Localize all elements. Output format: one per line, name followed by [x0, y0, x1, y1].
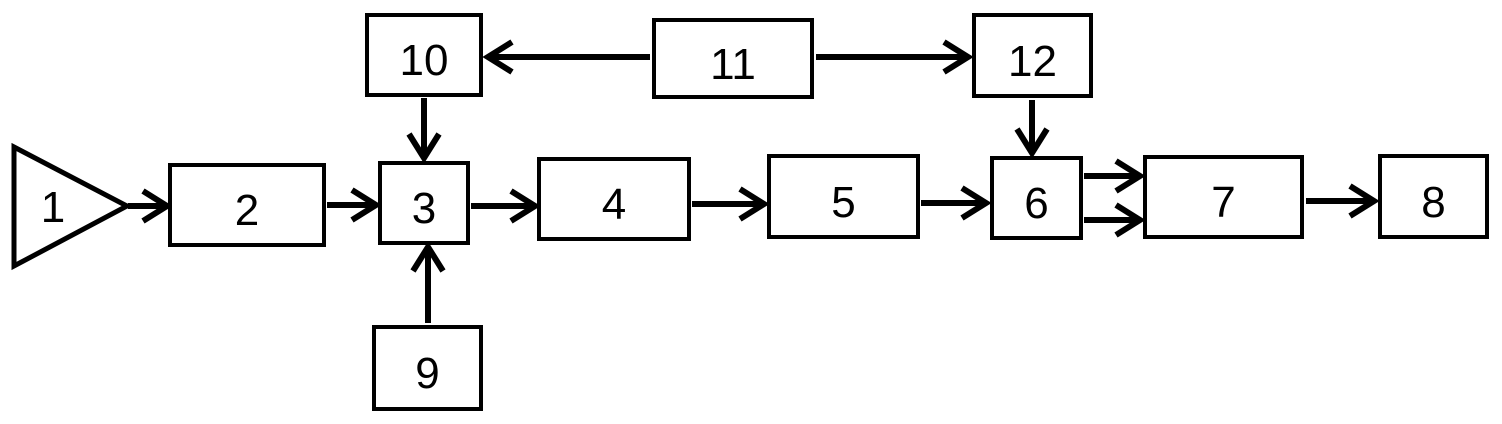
arrow-5-to-6 — [921, 185, 992, 221]
arrow-11-to-12 — [816, 39, 974, 75]
node-box-12: 12 — [972, 13, 1093, 98]
node-label-5: 5 — [831, 177, 856, 227]
arrow-3-to-4 — [471, 188, 541, 224]
node-label-4: 4 — [601, 180, 627, 229]
node-box-11: 11 — [652, 18, 814, 99]
node-label-7: 7 — [1211, 178, 1236, 227]
arrow-10-to-3 — [406, 98, 442, 164]
node-box-3: 3 — [378, 161, 470, 245]
node-label-3: 3 — [411, 184, 437, 233]
node-box-8: 8 — [1378, 154, 1489, 239]
node-box-6: 6 — [990, 156, 1083, 240]
node-box-9: 9 — [372, 325, 483, 411]
node-box-2: 2 — [168, 163, 326, 247]
node-label-2: 2 — [234, 186, 260, 235]
arrow-1-to-2 — [128, 188, 173, 224]
node-label-11: 11 — [710, 39, 756, 89]
node-box-7: 7 — [1143, 155, 1304, 239]
arrow-6-to-7-lower — [1084, 202, 1146, 238]
arrow-2-to-3 — [327, 187, 382, 223]
arrow-6-to-7-upper — [1084, 158, 1146, 194]
node-label-9: 9 — [415, 349, 440, 398]
node-box-10: 10 — [365, 13, 483, 97]
arrow-9-to-3 — [410, 241, 446, 323]
arrow-4-to-5 — [692, 186, 770, 222]
node-triangle-1 — [11, 142, 133, 271]
arrow-12-to-6 — [1014, 100, 1050, 159]
node-label-12: 12 — [1008, 36, 1057, 86]
arrow-7-to-8 — [1306, 183, 1380, 219]
node-label-1: 1 — [40, 183, 66, 232]
node-label-6: 6 — [1024, 179, 1049, 228]
node-label-10: 10 — [399, 36, 449, 85]
node-label-8: 8 — [1421, 177, 1446, 227]
node-box-4: 4 — [537, 157, 691, 241]
arrow-11-to-10 — [482, 39, 650, 75]
node-box-5: 5 — [767, 154, 920, 239]
